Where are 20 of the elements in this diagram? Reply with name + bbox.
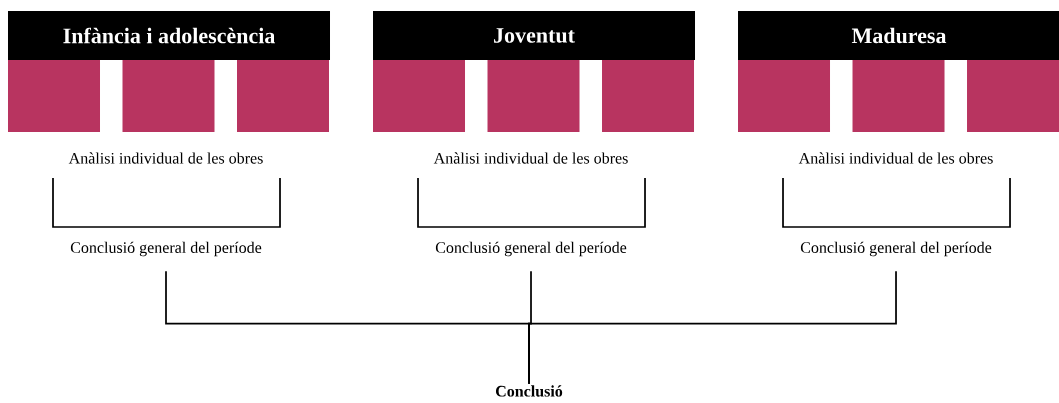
header-bar: Infància i adolescència — [8, 11, 330, 60]
pattern-square — [602, 60, 694, 132]
analysis-label: Anàlisi individual de les obres — [68, 152, 263, 164]
pattern-square — [8, 60, 100, 132]
pattern-square — [122, 60, 215, 132]
analysis-label: Anàlisi individual de les obres — [433, 152, 628, 164]
pattern-square — [967, 60, 1059, 132]
header-bar: Joventut — [373, 11, 695, 60]
period-conclusion-label: Conclusió general del període — [70, 241, 262, 257]
conclusion-label: Conclusió — [496, 385, 563, 397]
period-conclusion-label: Conclusió general del període — [800, 241, 992, 257]
pattern-square — [852, 60, 945, 132]
pattern-square — [373, 60, 465, 132]
pattern-square — [237, 60, 329, 132]
analysis-label: Anàlisi individual de les obres — [798, 152, 993, 164]
period-conclusion-label: Conclusió general del període — [435, 241, 627, 257]
pattern-square — [738, 60, 830, 132]
header-bar: Maduresa — [738, 11, 1059, 60]
pattern-square — [487, 60, 580, 132]
connector — [528, 270, 897, 385]
